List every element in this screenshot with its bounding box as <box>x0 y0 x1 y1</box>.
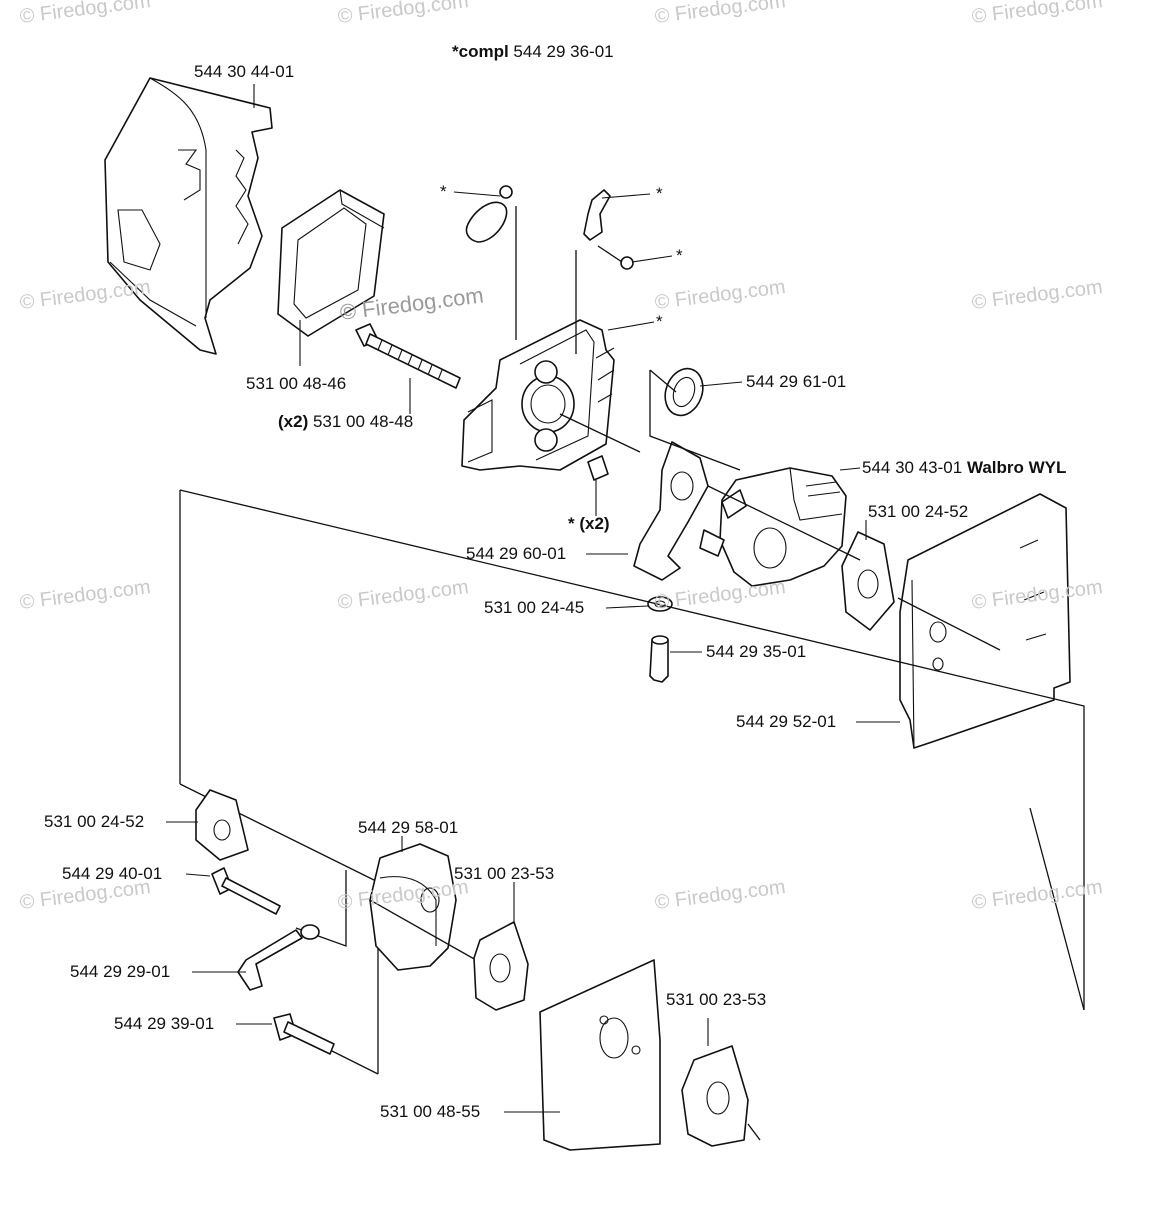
rod-shape <box>237 924 320 991</box>
label-carb-gasket: 531 00 24-52 <box>868 502 969 521</box>
label-intake-gasket-a: 531 00 23-53 <box>454 864 555 883</box>
label-asterisk: * <box>656 312 663 331</box>
label-asterisk: * <box>676 246 683 265</box>
air-filter-cover-shape <box>104 77 273 355</box>
carburetor-shape <box>699 467 847 587</box>
spacer-shape <box>587 455 609 481</box>
heat-shield-shape <box>899 493 1071 749</box>
label-rod: 544 29 29-01 <box>70 962 171 981</box>
label-bolt-upper: 544 29 40-01 <box>62 864 163 883</box>
label-intake-gasket-b: 531 00 23-53 <box>666 990 767 1009</box>
intake-block-shape <box>369 843 477 971</box>
choke-lever-shape <box>465 185 634 270</box>
label-bolt-lower: 544 29 39-01 <box>114 1014 215 1033</box>
label-carburetor: 544 30 43-01 Walbro WYL <box>862 458 1066 478</box>
header-number: 544 29 36-01 <box>513 42 614 61</box>
carb-gasket-shape <box>841 531 895 631</box>
label-air-filter-cover: 544 30 44-01 <box>194 62 295 81</box>
air-filter-shape <box>277 189 385 337</box>
label-gasket-ring: 544 29 61-01 <box>746 372 847 391</box>
gasket-lower-shape <box>195 789 249 861</box>
label-intake-block: 544 29 58-01 <box>358 818 459 837</box>
adjuster-shape <box>649 635 669 683</box>
filter-base-shape <box>461 319 615 471</box>
intake-gasket-a-shape <box>473 921 529 1011</box>
bolt-lower-shape <box>273 1013 335 1055</box>
plate-shape <box>539 959 661 1151</box>
bolt-upper-shape <box>211 867 281 915</box>
label-screw: (x2) 531 00 48-48 <box>278 412 413 432</box>
label-asterisk: * <box>440 182 447 201</box>
label-gasket-lower: 531 00 24-52 <box>44 812 145 831</box>
leader-lines <box>166 84 900 1113</box>
label-spacer-qty: * (x2) <box>568 514 610 533</box>
carburetor-number: 544 30 43-01 <box>862 458 963 477</box>
screw-qty: (x2) <box>278 412 309 431</box>
label-adjuster: 544 29 35-01 <box>706 642 807 661</box>
label-heat-shield: 544 29 52-01 <box>736 712 837 731</box>
screw-number: 531 00 48-48 <box>312 412 414 431</box>
label-plate: 531 00 48-55 <box>380 1102 481 1121</box>
label-bracket: 544 29 60-01 <box>466 544 567 563</box>
assembly-header: *compl 544 29 36-01 <box>452 42 614 62</box>
label-air-filter: 531 00 48-46 <box>246 374 347 393</box>
gasket-ring-shape <box>664 367 704 417</box>
intake-gasket-b-shape <box>681 1045 761 1147</box>
label-asterisk: * <box>656 184 663 203</box>
label-nut: 531 00 24-45 <box>484 598 585 617</box>
long-screw-shape <box>355 323 461 389</box>
carburetor-model: Walbro WYL <box>966 458 1067 477</box>
header-prefix: *compl <box>452 42 509 61</box>
bracket-shape <box>633 441 709 581</box>
